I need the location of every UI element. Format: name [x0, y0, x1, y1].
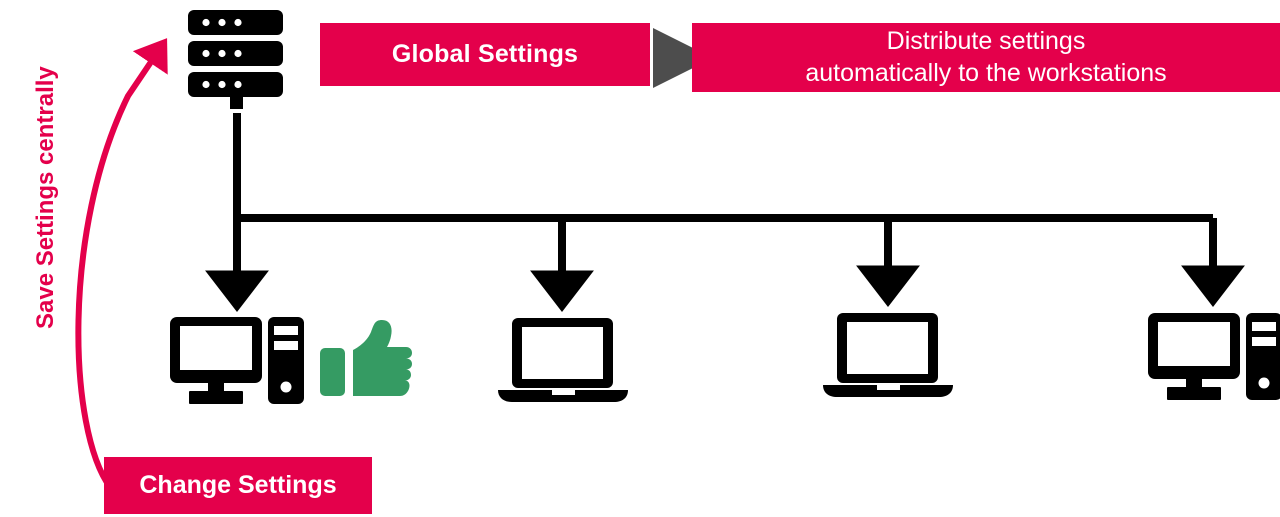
global-settings-label: Global Settings [391, 39, 579, 68]
save-settings-centrally-caption: Save Settings centrally [32, 66, 59, 329]
desktop-computer-icon [170, 317, 305, 405]
desktop-computer-icon [1148, 313, 1280, 401]
distribute-line-1: Distribute settings [886, 27, 1086, 56]
distribute-settings-banner: Distribute settings automatically to the… [692, 23, 1280, 92]
change-settings-label: Change Settings [139, 470, 337, 499]
distribute-line-2: automatically to the workstations [805, 58, 1167, 87]
laptop-icon [498, 318, 628, 402]
change-settings-banner: Change Settings [104, 457, 372, 514]
curved-feedback-arrow-icon [75, 38, 168, 490]
laptop-icon [823, 313, 953, 397]
distribute-settings-label: Distribute settings automatically to the… [805, 26, 1166, 89]
thumbs-up-icon [320, 320, 412, 398]
global-settings-banner: Global Settings [320, 23, 650, 86]
server-icon [188, 10, 286, 115]
